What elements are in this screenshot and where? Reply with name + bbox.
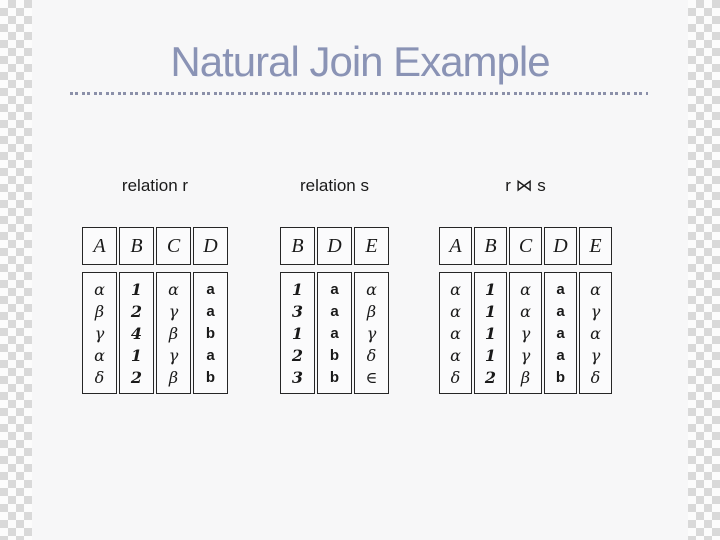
table-cell: γ <box>590 346 601 365</box>
table-header-cell: B <box>280 227 315 265</box>
table-header-cell: D <box>544 227 577 265</box>
table-cell: γ <box>168 302 179 321</box>
table-cell: 1 <box>291 280 304 299</box>
table-header-cell: C <box>156 227 191 265</box>
table-cell: β <box>168 368 179 387</box>
table-cell: α <box>94 280 105 299</box>
table-cell: γ <box>520 346 531 365</box>
table-cell: b <box>205 369 216 386</box>
table-cell: α <box>450 346 461 365</box>
table-cell: α <box>520 280 531 299</box>
table-cell: γ <box>168 346 179 365</box>
table-cell: a <box>330 325 339 342</box>
table-cell: a <box>206 281 215 298</box>
table-cell: 1 <box>291 324 304 343</box>
table-cell: a <box>556 281 565 298</box>
table-label: r ⋈ s <box>505 176 546 195</box>
title-divider-dotted-line <box>70 92 648 95</box>
table-cell: β <box>168 324 179 343</box>
table-cell: β <box>520 368 531 387</box>
table-cell: δ <box>450 368 461 387</box>
table-column: 1 2 4 1 2 <box>119 272 154 394</box>
table-cell: 4 <box>130 324 143 343</box>
table-header-cell: E <box>354 227 389 265</box>
table-cell: α <box>520 302 531 321</box>
table-cell: δ <box>366 346 377 365</box>
table-cell: a <box>330 303 339 320</box>
table-cell: 1 <box>484 346 497 365</box>
table-cell: γ <box>590 302 601 321</box>
table-cell: a <box>556 325 565 342</box>
table-header-cell: D <box>317 227 352 265</box>
table-cell: 2 <box>484 368 497 387</box>
table-cell: α <box>366 280 377 299</box>
table-column: 1 1 1 1 2 <box>474 272 507 394</box>
table-cell: b <box>329 347 340 364</box>
table-cell: 2 <box>130 302 143 321</box>
table-cell: 1 <box>130 346 143 365</box>
transparency-checkerboard-right <box>688 0 720 540</box>
table-cell: 1 <box>484 324 497 343</box>
table-cell: 1 <box>484 280 497 299</box>
table-cell: b <box>555 369 566 386</box>
table-cell: b <box>329 369 340 386</box>
table-header-cell: A <box>439 227 472 265</box>
table-cell: α <box>450 324 461 343</box>
table-cell: β <box>94 302 105 321</box>
table-cell: a <box>556 303 565 320</box>
table-cell: b <box>205 325 216 342</box>
table-header-cell: A <box>82 227 117 265</box>
table-cell: 1 <box>130 280 143 299</box>
table-cell: γ <box>366 324 377 343</box>
table-header-cell: E <box>579 227 612 265</box>
table-cell: α <box>450 280 461 299</box>
table-cell: 3 <box>291 302 304 321</box>
table-cell: α <box>590 280 601 299</box>
table-label: relation s <box>300 176 369 195</box>
table-header-cell: C <box>509 227 542 265</box>
table-cell: 1 <box>484 302 497 321</box>
table-cell: a <box>556 347 565 364</box>
table-cell: a <box>206 303 215 320</box>
slide-title: Natural Join Example <box>170 38 550 85</box>
table-column: 1 3 1 2 3 <box>280 272 315 394</box>
table-cell: a <box>206 347 215 364</box>
table-cell: 3 <box>291 368 304 387</box>
table-cell: γ <box>520 324 531 343</box>
table-cell: δ <box>94 368 105 387</box>
table-cell: β <box>366 302 377 321</box>
table-cell: δ <box>590 368 601 387</box>
table-label: relation r <box>121 176 189 195</box>
table-cell: ∈ <box>365 368 378 387</box>
table-cell: α <box>450 302 461 321</box>
table-cell: a <box>330 281 339 298</box>
table-header-cell: D <box>193 227 228 265</box>
table-cell: 2 <box>130 368 143 387</box>
table-cell: α <box>94 346 105 365</box>
transparency-checkerboard-left <box>0 0 32 540</box>
table-header-cell: B <box>119 227 154 265</box>
table-cell: γ <box>94 324 105 343</box>
table-cell: α <box>168 280 179 299</box>
table-cell: 2 <box>291 346 304 365</box>
table-cell: α <box>590 324 601 343</box>
table-header-cell: B <box>474 227 507 265</box>
